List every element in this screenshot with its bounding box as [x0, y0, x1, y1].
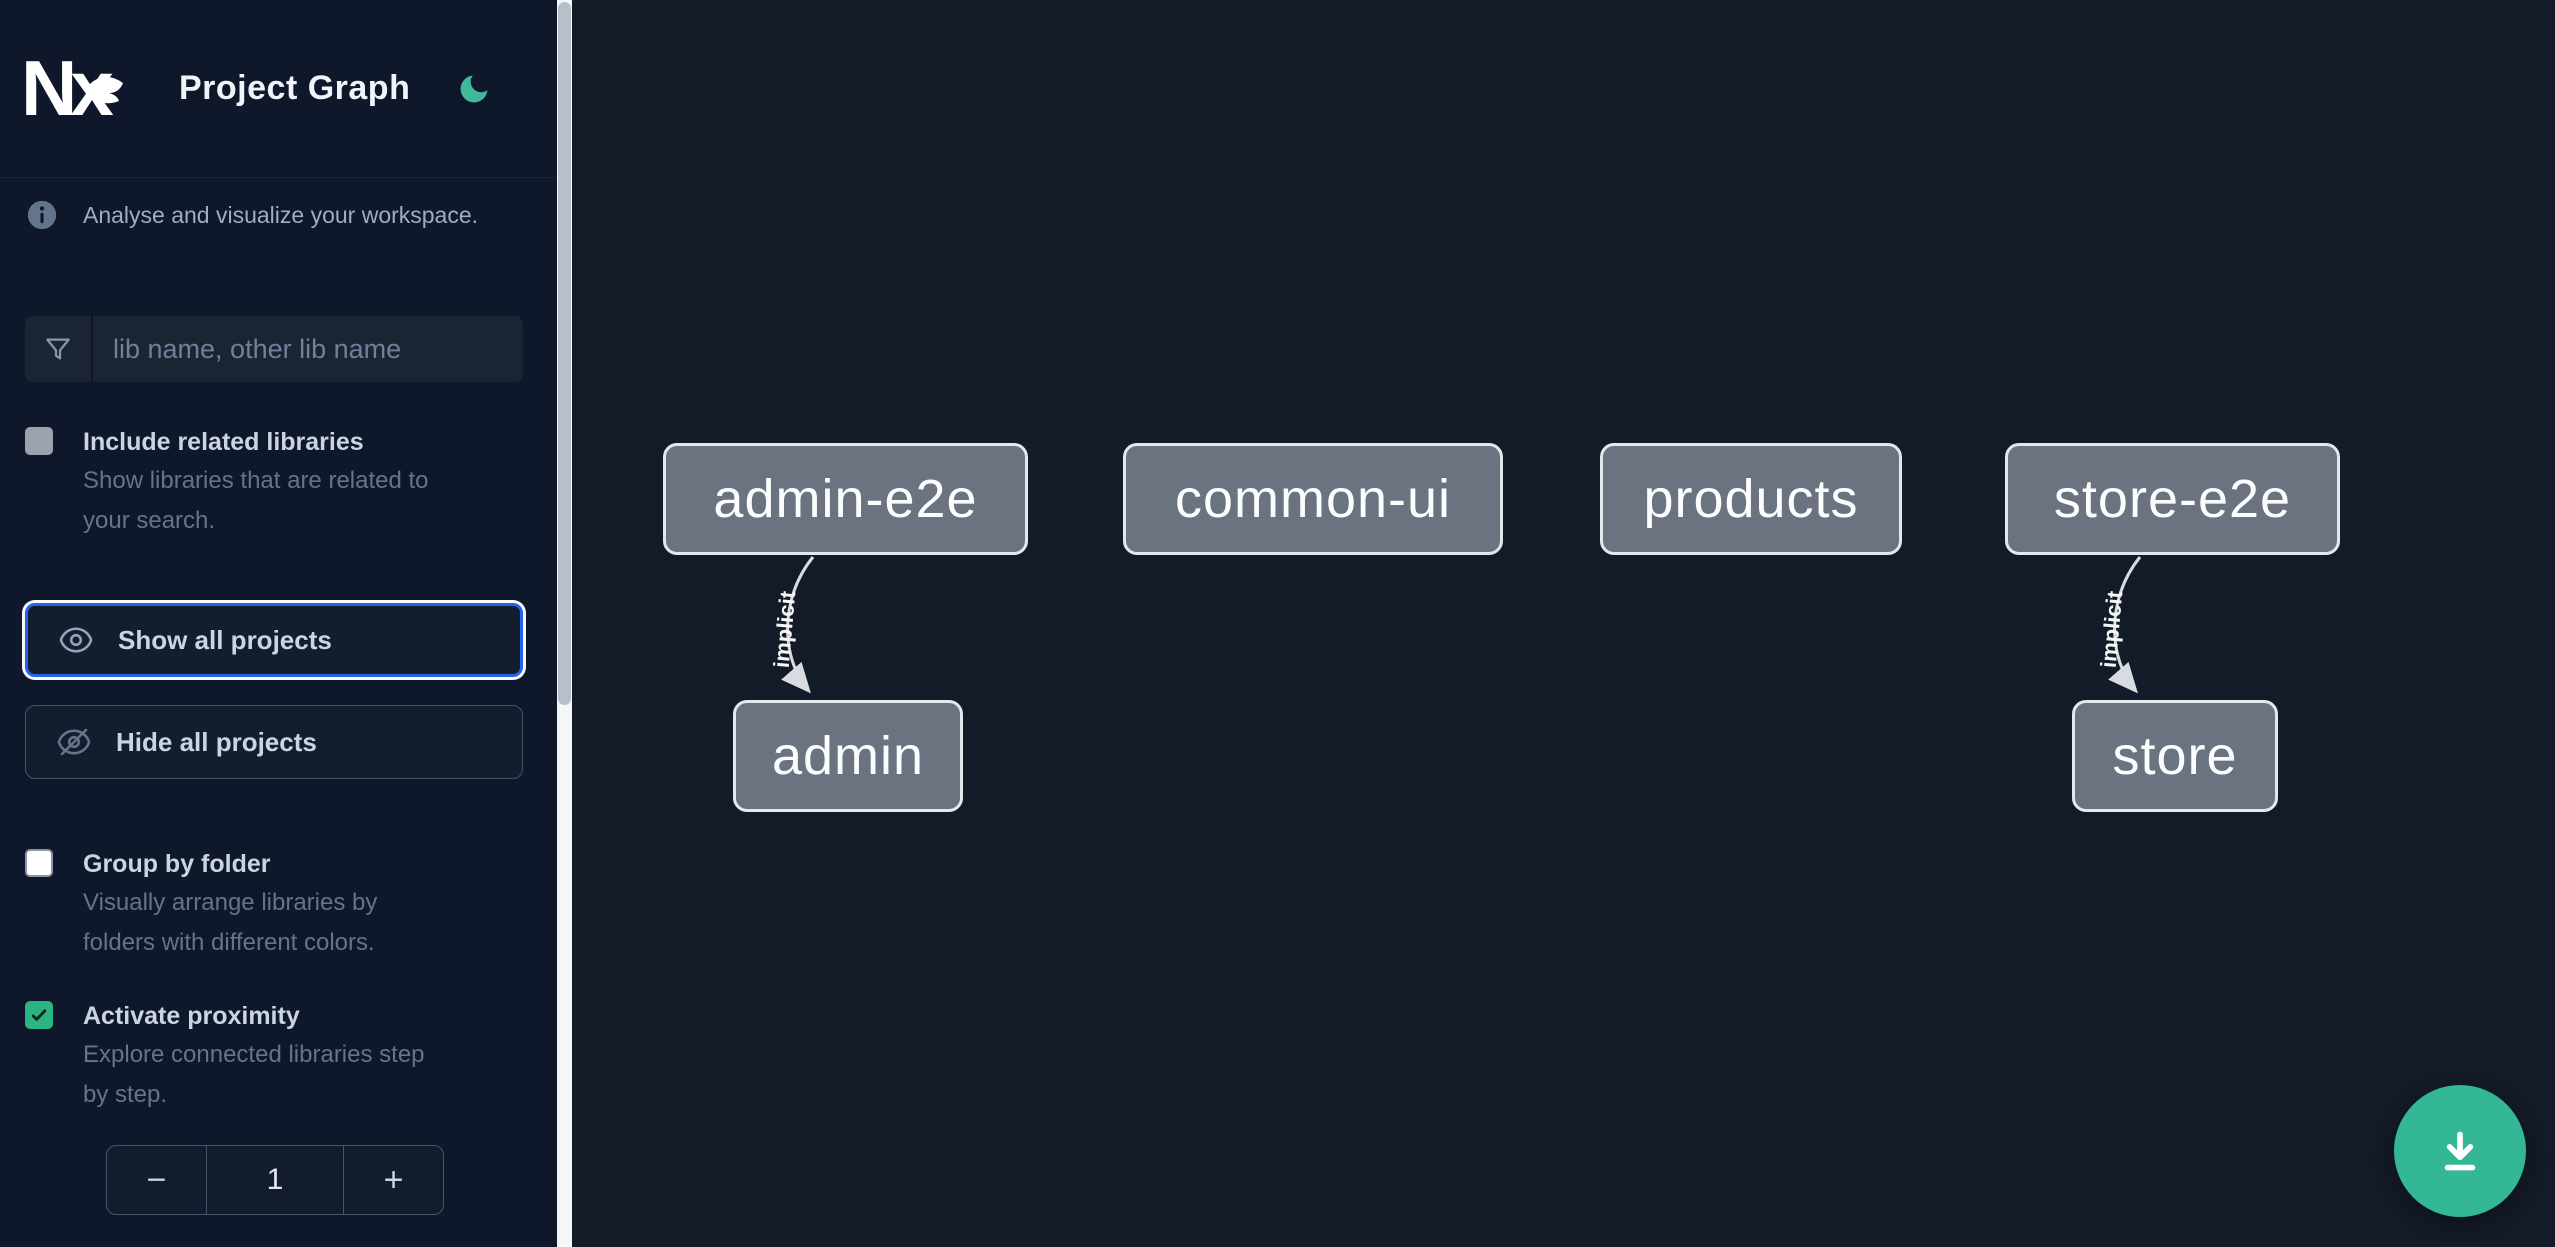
option-texts: Group by folder Visually arrange librari… — [83, 846, 515, 963]
nx-logo-icon: Nx — [25, 49, 123, 129]
page-title: Project Graph — [179, 69, 411, 107]
edge-label-implicit: implicit — [769, 589, 801, 669]
stepper-increment-button[interactable]: + — [344, 1146, 443, 1214]
graph-node-common-ui[interactable]: common-ui — [1123, 443, 1503, 555]
sidebar-scrollbar[interactable] — [557, 0, 572, 1247]
graph-node-admin[interactable]: admin — [733, 700, 963, 812]
search-input[interactable] — [93, 316, 523, 382]
graph-node-store[interactable]: store — [2072, 700, 2278, 812]
option-include-related: Include related libraries Show libraries… — [25, 424, 515, 541]
proximity-depth-stepper: − 1 + — [106, 1145, 444, 1215]
activate-proximity-checkbox[interactable] — [25, 1001, 53, 1029]
project-graph-canvas[interactable]: implicit implicit admin-e2e common-ui pr… — [572, 0, 2555, 1247]
include-related-description-line2: your search. — [83, 507, 216, 534]
edge-label-implicit: implicit — [2096, 589, 2128, 669]
edges-layer: implicit implicit — [769, 556, 2142, 694]
theme-toggle-button[interactable] — [454, 69, 494, 109]
sidebar-scrollbar-thumb[interactable] — [558, 2, 571, 705]
show-all-projects-label: Show all projects — [118, 624, 332, 655]
option-texts: Include related libraries Show libraries… — [83, 424, 515, 541]
include-related-description-line1: Show libraries that are related to — [83, 467, 429, 494]
nx-logo-swoosh — [86, 76, 123, 103]
activate-proximity-description-line1: Explore connected libraries step — [83, 1041, 425, 1068]
graph-node-products[interactable]: products — [1600, 443, 1902, 555]
graph-node-store-e2e[interactable]: store-e2e — [2005, 443, 2340, 555]
show-all-projects-button[interactable]: Show all projects — [25, 603, 523, 677]
sidebar-header: Nx Project Graph — [0, 0, 557, 178]
edge-store-e2e-to-store — [2108, 556, 2142, 694]
activate-proximity-label[interactable]: Activate proximity — [83, 1002, 300, 1030]
info-icon — [27, 200, 57, 230]
option-group-by-folder: Group by folder Visually arrange librari… — [25, 846, 515, 963]
check-icon — [31, 1009, 47, 1021]
intro-row: Analyse and visualize your workspace. — [25, 198, 525, 232]
option-texts: Activate proximity Explore connected lib… — [83, 998, 515, 1115]
graph-node-admin-e2e[interactable]: admin-e2e — [663, 443, 1028, 555]
moon-icon — [460, 75, 488, 102]
download-graph-button[interactable] — [2394, 1085, 2526, 1217]
intro-text: Analyse and visualize your workspace. — [83, 201, 479, 228]
include-related-checkbox[interactable] — [25, 427, 53, 455]
eye-icon — [59, 627, 93, 653]
option-activate-proximity: Activate proximity Explore connected lib… — [25, 998, 515, 1115]
group-by-folder-description-line1: Visually arrange libraries by — [83, 889, 378, 916]
activate-proximity-description-line2: by step. — [83, 1081, 168, 1108]
group-by-folder-checkbox[interactable] — [25, 849, 53, 877]
sidebar: Nx Project Graph Analyse and visualize y… — [0, 0, 557, 1247]
filter-funnel-icon — [25, 316, 93, 382]
stepper-decrement-button[interactable]: − — [107, 1146, 206, 1214]
edge-admin-e2e-to-admin — [781, 556, 815, 694]
group-by-folder-label[interactable]: Group by folder — [83, 850, 271, 878]
group-by-folder-description-line2: folders with different colors. — [83, 929, 375, 956]
download-icon — [2444, 1131, 2476, 1171]
hide-all-projects-button[interactable]: Hide all projects — [25, 705, 523, 779]
hide-all-projects-label: Hide all projects — [116, 726, 317, 757]
include-related-label[interactable]: Include related libraries — [83, 428, 364, 456]
search-bar — [25, 316, 523, 382]
stepper-value: 1 — [206, 1146, 344, 1214]
eye-off-icon — [57, 728, 91, 756]
